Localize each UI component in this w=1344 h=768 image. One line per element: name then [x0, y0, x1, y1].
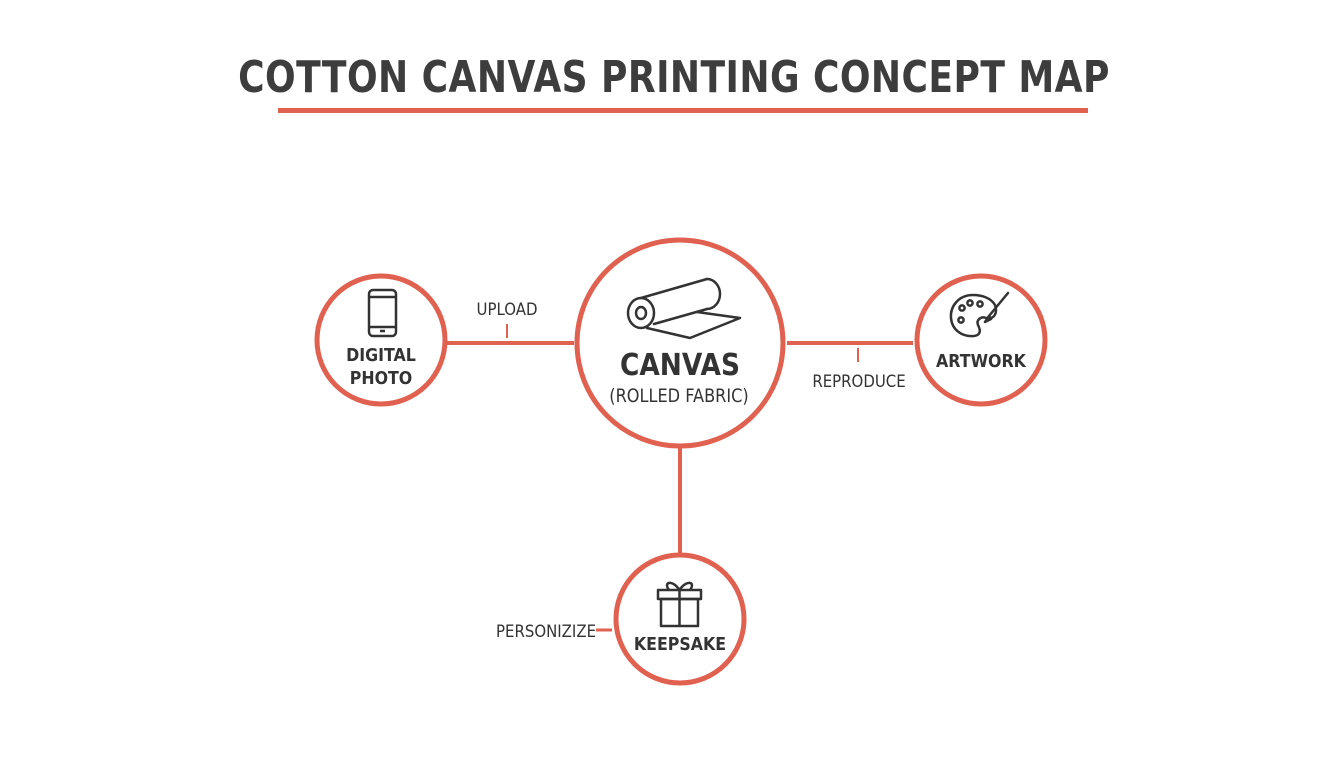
node-bottom-label: KEEPSAKE: [634, 633, 726, 654]
node-center-subtitle: (ROLLED FABRIC): [609, 386, 748, 408]
edge-label-reproduce: REPRODUCE: [812, 371, 905, 391]
node-left-label-line2: PHOTO: [350, 367, 413, 388]
gift-icon: [656, 581, 703, 628]
edge-label-personizize: PERSONIZIZE: [496, 621, 596, 641]
node-right-label: ARTWORK: [936, 350, 1027, 371]
title-underline: [278, 108, 1088, 113]
node-center-circle: [574, 237, 786, 449]
palette-icon: [949, 291, 1010, 338]
smartphone-icon: [367, 288, 398, 338]
node-left-circle: [314, 273, 448, 407]
node-left-label-line1: DIGITAL: [346, 344, 416, 365]
node-center-title: CANVAS: [620, 347, 740, 382]
node-right-circle: [914, 273, 1048, 407]
page-title: COTTON CANVAS PRINTING CONCEPT MAP: [238, 52, 1110, 103]
fabric-roll-icon: [626, 277, 742, 340]
edge-label-upload: UPLOAD: [477, 299, 538, 319]
